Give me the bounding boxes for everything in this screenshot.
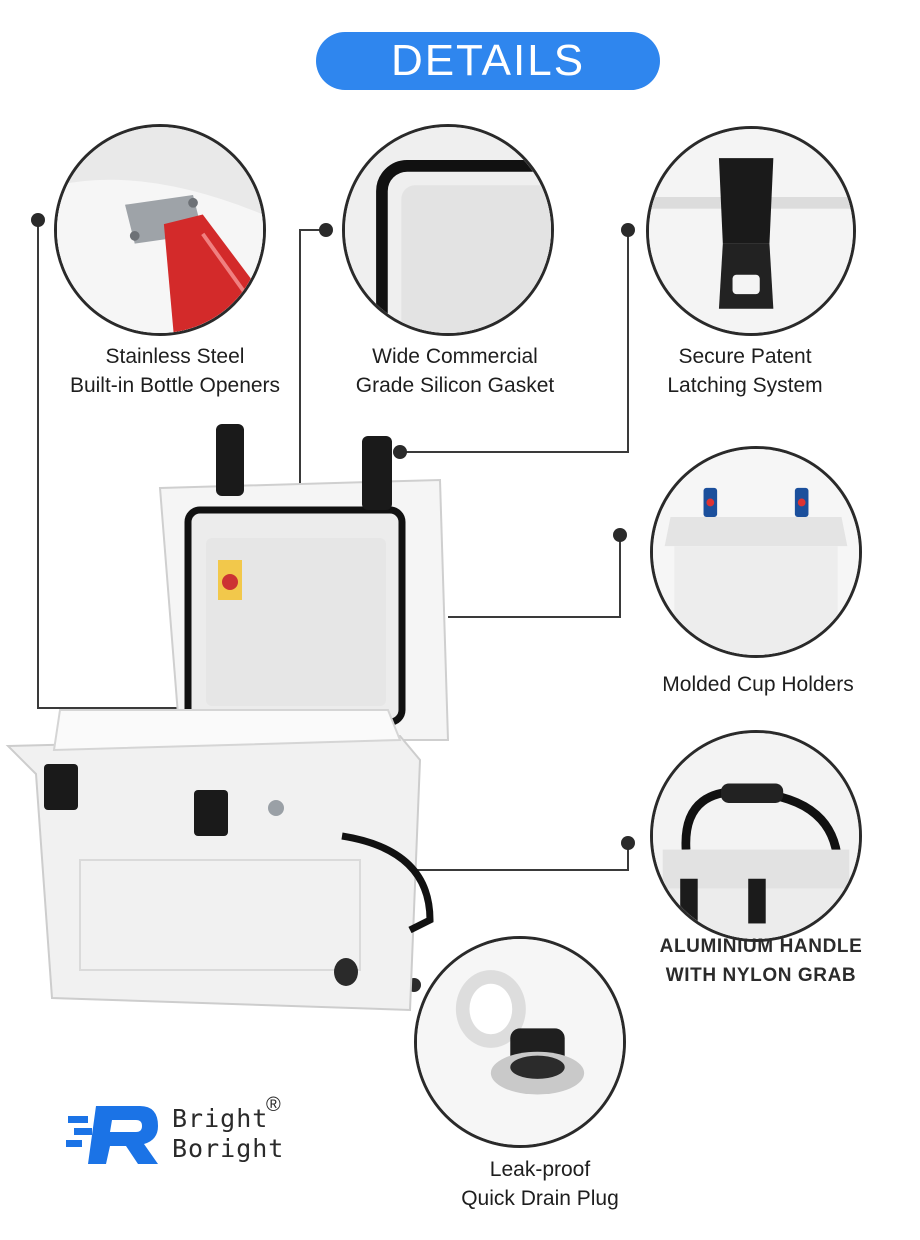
registered-mark: ®	[266, 1094, 281, 1116]
bottle-opener-icon	[57, 127, 263, 333]
details-banner: DETAILS	[316, 32, 660, 90]
cooler-product-image	[5, 424, 450, 1012]
brand-name-line1: Bright	[172, 1104, 269, 1133]
brand-name-line2: Boright	[172, 1134, 285, 1163]
feature-label-handle: ALUMINIUM HANDLE WITH NYLON GRAB	[659, 936, 863, 986]
latch-icon	[649, 129, 853, 333]
drain-plug-detail	[414, 936, 626, 1148]
latch-detail	[646, 126, 856, 336]
bottle-opener-detail	[54, 124, 266, 336]
feature-label-latch: Secure Patent Latching System	[667, 345, 823, 397]
feature-label-bottle-opener: Stainless Steel Built-in Bottle Openers	[69, 345, 281, 397]
drain-plug-icon	[417, 939, 623, 1145]
handle-detail	[650, 730, 862, 942]
feature-label-gasket: Wide Commercial Grade Silicon Gasket	[355, 345, 555, 397]
gasket-icon	[345, 127, 551, 333]
cup-holder-icon	[653, 449, 859, 655]
cup-holder-detail	[650, 446, 862, 658]
feature-label-drain-plug: Leak-proof Quick Drain Plug	[461, 1158, 619, 1210]
feature-label-cup-holders: Molded Cup Holders	[662, 673, 854, 696]
brand-logo-mark-icon	[66, 1106, 158, 1164]
handle-icon	[653, 733, 859, 939]
gasket-detail	[342, 124, 554, 336]
brand-logo: Bright Boright ®	[66, 1094, 286, 1170]
